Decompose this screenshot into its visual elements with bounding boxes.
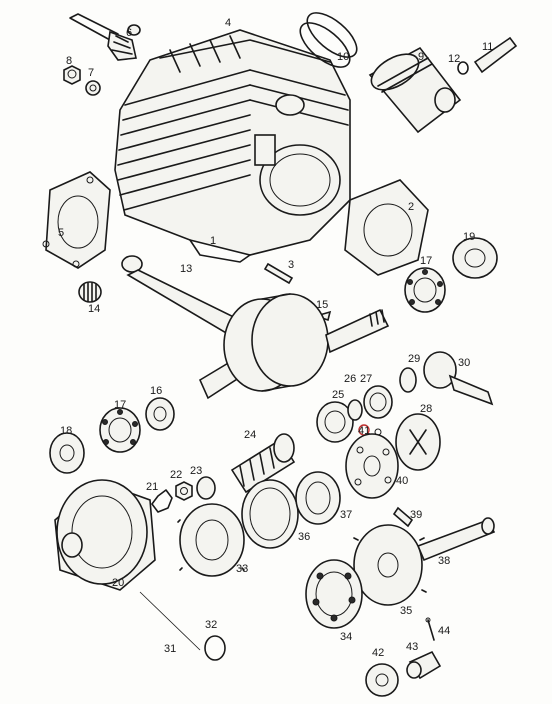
part-31-leader	[139, 591, 201, 651]
part-17-bearing-top	[404, 267, 446, 313]
label-7: 7	[88, 67, 94, 79]
part-34-bearing	[305, 559, 363, 629]
label-44: 44	[438, 625, 450, 637]
label-37: 37	[340, 509, 352, 521]
label-35: 35	[400, 605, 412, 617]
part-40-clutch-hub	[345, 413, 441, 499]
label-20: 20	[112, 577, 124, 589]
label-32: 32	[205, 619, 217, 631]
part-5-gasket	[42, 171, 111, 269]
part-16-washer	[145, 397, 175, 431]
label-21: 21	[146, 481, 158, 493]
label-14: 14	[88, 303, 100, 315]
label-2: 2	[408, 201, 414, 213]
label-6: 6	[126, 27, 132, 39]
label-31: 31	[164, 643, 176, 655]
label-8: 8	[66, 55, 72, 67]
part-39-pin	[392, 506, 414, 528]
label-26: 26	[344, 373, 356, 385]
label-30: 30	[458, 357, 470, 369]
part-17-bearing-left	[99, 407, 141, 453]
part-7-washer	[85, 80, 101, 96]
label-22: 22	[170, 469, 182, 481]
label-41: 41	[358, 425, 370, 437]
label-10: 10	[337, 51, 349, 63]
part-43-cam	[406, 650, 442, 680]
label-5: 5	[58, 227, 64, 239]
label-24: 24	[244, 429, 256, 441]
part-37-plate	[295, 471, 341, 525]
part-42-sprocket	[365, 663, 399, 697]
part-24-gear	[230, 433, 296, 494]
part-10-rings	[299, 12, 358, 68]
label-34: 34	[340, 631, 352, 643]
label-27: 27	[360, 373, 372, 385]
part-29-washer	[399, 367, 417, 393]
label-29: 29	[408, 353, 420, 365]
part-12-clip	[457, 61, 469, 75]
label-12: 12	[448, 53, 460, 65]
label-11: 11	[482, 41, 493, 53]
part-21-lockwasher	[151, 489, 173, 513]
part-22-nut	[175, 481, 193, 501]
label-28: 28	[420, 403, 432, 415]
label-23: 23	[190, 465, 202, 477]
part-18-seal	[49, 432, 85, 474]
part-25-bearing	[316, 401, 354, 443]
crankshaft	[198, 293, 390, 400]
part-26-spacer	[347, 399, 363, 421]
part-11-gudgeon-pin	[473, 36, 518, 74]
part-32-circlip	[204, 635, 226, 661]
label-9: 9	[418, 51, 424, 63]
label-1: 1	[210, 235, 216, 247]
part-33-clutch-gear	[177, 503, 247, 577]
label-16: 16	[150, 385, 162, 397]
label-40: 40	[396, 475, 408, 487]
label-13: 13	[180, 263, 192, 275]
label-18: 18	[60, 425, 72, 437]
label-3: 3	[288, 259, 294, 271]
part-35-gear-plate	[349, 524, 427, 606]
part-19-seal-top	[452, 237, 498, 279]
label-38: 38	[438, 555, 450, 567]
label-17-top: 17	[420, 255, 432, 267]
label-39: 39	[410, 509, 422, 521]
part-44-pin	[425, 617, 435, 641]
part-2-gasket	[344, 179, 429, 276]
label-4: 4	[225, 17, 231, 29]
part-28-ring	[363, 385, 393, 419]
part-6-plug	[69, 13, 141, 61]
part-36-friction-ring	[241, 479, 299, 549]
part-3-stud	[263, 262, 294, 285]
label-19-top: 19	[463, 231, 475, 243]
part-8-nut	[63, 65, 81, 85]
part-9-piston	[368, 46, 462, 134]
part-20-clutch-drum	[54, 479, 156, 591]
label-25: 25	[332, 389, 344, 401]
part-14-needle-bearing	[78, 281, 102, 303]
part-38-shaft	[416, 517, 496, 562]
part-23-bush	[196, 476, 216, 500]
label-36: 36	[298, 531, 310, 543]
label-17-left: 17	[114, 399, 126, 411]
label-42: 42	[372, 647, 384, 659]
part-30-lever	[423, 351, 494, 406]
label-15: 15	[316, 299, 328, 311]
part-labels: 4 6 8 7 10 9 12 11 5 1 3 2 19 17 13 14 1…	[58, 17, 493, 659]
part-4-cylinder	[114, 29, 351, 263]
label-33: 33	[236, 563, 248, 575]
label-43: 43	[406, 641, 418, 653]
